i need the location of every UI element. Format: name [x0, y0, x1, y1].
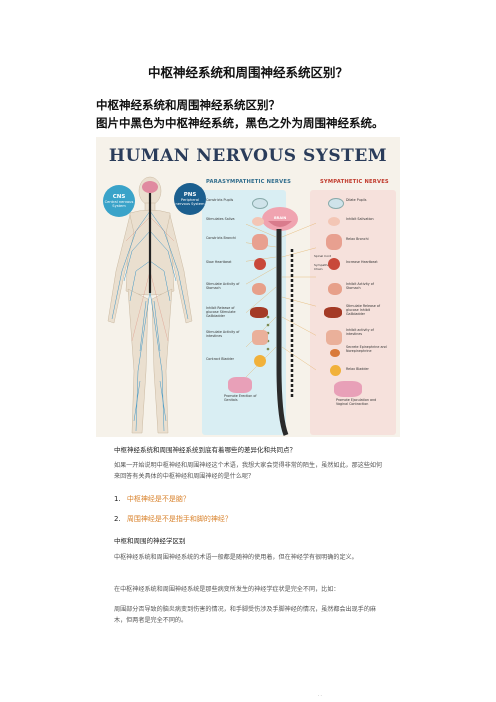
pns-abbr: PNS: [183, 191, 197, 198]
lungs-icon: [326, 234, 342, 250]
symp-label-pupils: Dilate Pupils: [346, 198, 367, 202]
stomach-icon: [252, 283, 266, 295]
section-title: 中枢和周围的神经学区别: [114, 537, 186, 545]
bladder-icon: [330, 365, 341, 376]
para-label-pupils: Constricts Pupils: [206, 198, 234, 202]
list-text: 中枢神经是不是脑？: [126, 495, 190, 503]
salivary-gland-icon: [328, 217, 340, 226]
lungs-icon: [252, 234, 268, 250]
list-text: 周围神经是不是指手和脚的神经？: [126, 515, 232, 523]
sympathetic-chain-label: Sympathetic Chain: [314, 263, 333, 271]
heart-icon: [254, 258, 266, 270]
cns-badge: CNS Central nervous System: [103, 185, 135, 217]
figure-title: HUMAN NERVOUS SYSTEM: [108, 146, 388, 166]
liver-icon: [250, 307, 268, 318]
genitals-icon: [334, 381, 362, 397]
intestines-icon: [326, 330, 342, 345]
eye-icon: [328, 198, 344, 209]
symp-label-intestines: Inhibit activity of intestines: [346, 328, 374, 336]
list-number: 2.: [114, 515, 121, 523]
subheading-caption: 图片中黑色为中枢神经系统，黑色之外为周围神经系统。: [96, 116, 384, 130]
body-paragraph: 在中枢神经系统和周围神经系统是那些病变所发生的神经学症状是完全不同，比如：: [114, 586, 340, 593]
salivary-gland-icon: [252, 217, 264, 226]
symp-label-glucose: Stimulate Release of glucose Inhibit Gal…: [346, 304, 381, 316]
para-label-glucose: Inhibit Release of glucose Stimulate Gal…: [206, 306, 236, 318]
list-item: 1. 中枢神经是不是脑？: [114, 494, 190, 504]
stomach-icon: [328, 283, 342, 295]
pns-badge: PNS Peripheral nervous System: [174, 183, 206, 215]
symp-label-stomach: Inhibit Activity of Stomach: [346, 282, 374, 290]
para-label-bladder: Contract Bladder: [206, 357, 234, 361]
page-mark: · ·: [318, 693, 322, 698]
heart-icon: [328, 258, 340, 270]
adrenal-gland-icon: [330, 349, 340, 357]
symp-label-bladder: Relax Bladder: [346, 367, 369, 371]
liver-icon: [324, 307, 342, 318]
nervous-system-illustration: HUMAN NERVOUS SYSTEM PARASYMPATHETIC NER…: [96, 137, 400, 437]
cns-abbr: CNS: [112, 193, 126, 200]
cns-text: Central nervous System: [104, 199, 134, 208]
para-label-bronchi: Constricts Bronchi: [206, 236, 237, 240]
spinal-cord-label: Spinal Cord: [314, 254, 332, 258]
symp-label-bronchi: Relax Bronchi: [346, 237, 369, 241]
body-paragraph: 中枢神经系统和周围神经系统的术语一般都是随神的使用着，但在神经学有很明确的定义。: [114, 554, 358, 561]
symp-label-heartbeat: Increase Heartbeat: [346, 260, 378, 264]
eye-icon: [252, 198, 268, 209]
genitals-icon: [228, 377, 252, 393]
brain-label: BRAIN: [274, 216, 287, 220]
para-label-intestines: Stimulate Activity of intestines: [206, 330, 240, 338]
para-label-genitals: Promote Erection of Genitals: [224, 394, 257, 402]
list-item: 2. 周围神经是不是指手和脚的神经？: [114, 514, 232, 524]
parasympathetic-header: PARASYMPATHETIC NERVES: [206, 179, 292, 185]
symp-label-epinephrine: Secrete Epinephrine and Norepinephrine: [346, 345, 387, 353]
para-label-heartbeat: Slow Heartbeat: [206, 260, 232, 264]
para-label-stomach: Stimulate Activity of Stomach: [206, 282, 240, 290]
intestines-icon: [252, 330, 268, 345]
body-paragraph: 周围部分否导致的脑炎病变到伤害的情况，和手脚受伤涉及手脚神经的情况，虽然都会出现…: [114, 606, 377, 624]
list-number: 1.: [114, 495, 121, 503]
bladder-icon: [254, 355, 266, 367]
para-label-saliva: Stimulates Saliva: [206, 217, 235, 221]
parasympathetic-panel: [202, 190, 286, 435]
human-body-figure: [107, 176, 193, 434]
intro-paragraph: 如果一开始说明中枢神经和周围神经这个术语，我想大家会觉得非常的陌生，虽然如此，那…: [114, 462, 383, 480]
page-title: 中枢神经系统和周围神经系统区别？: [147, 65, 348, 80]
spinal-cord-diagram: [246, 207, 316, 436]
symp-label-ejaculation: Promote Ejaculation and Vaginal Contract…: [336, 398, 377, 406]
subheading-question: 中枢神经系统和周围神经系统区别？: [96, 98, 280, 112]
article-question: 中枢神经系统和周围神经系统到底有着哪些的差异化和共同点？: [114, 446, 296, 454]
symp-label-saliva: Inhibit Salivation: [346, 217, 374, 221]
pns-text: Peripheral nervous System: [175, 197, 205, 206]
sympathetic-header: SYMPATHETIC NERVES: [320, 179, 389, 185]
